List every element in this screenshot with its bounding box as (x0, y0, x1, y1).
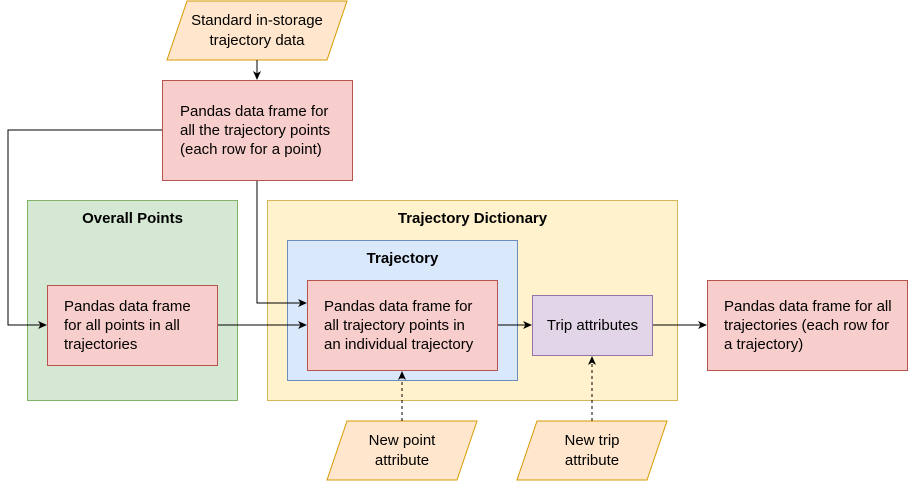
overall-dataframe-box: Pandas data frame for all points in all … (47, 285, 218, 366)
trip-attributes-label: Trip attributes (546, 317, 639, 334)
trip-attributes-box: Trip attributes (532, 295, 653, 356)
overall-points-title: Overall Points (82, 210, 183, 227)
trajectory-dataframe-box: Pandas data frame for all trajectory poi… (307, 280, 498, 371)
new-point-input-shape (326, 420, 478, 481)
new-trip-input-shape (516, 420, 668, 481)
top-input-shape (166, 0, 348, 61)
trajectory-title: Trajectory (366, 250, 439, 267)
output-dataframe-label: Pandas data frame for all trajectories (… (724, 298, 892, 353)
trajectory-dataframe-label: Pandas data frame for all trajectory poi… (324, 298, 474, 353)
all-points-dataframe-label: Pandas data frame for all the trajectory… (180, 103, 331, 158)
output-dataframe-box: Pandas data frame for all trajectories (… (707, 280, 908, 371)
new-point-label: New point attribute (368, 431, 436, 469)
trajectory-dictionary-title: Trajectory Dictionary (397, 210, 548, 227)
top-input-label: Standard in-storage trajectory data (191, 11, 323, 49)
arrow-dataframe-to-overall (7, 129, 162, 329)
arrow-dataframe-to-trajectory (256, 181, 307, 307)
all-points-dataframe-box: Pandas data frame for all the trajectory… (162, 80, 353, 181)
new-trip-label: New trip attribute (564, 431, 620, 469)
overall-dataframe-label: Pandas data frame for all points in all … (64, 298, 191, 353)
